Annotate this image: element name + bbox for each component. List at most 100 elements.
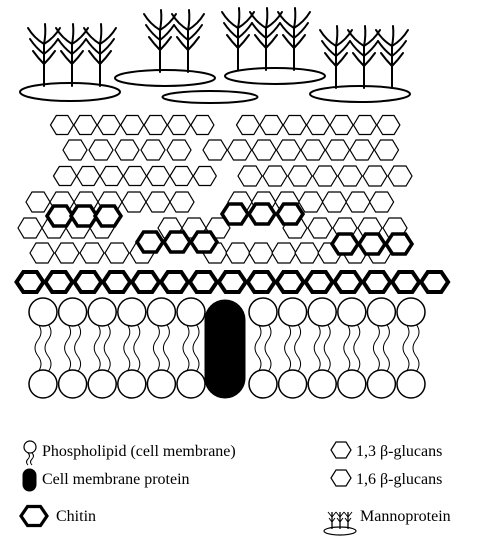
glucan-hexagon <box>248 242 274 264</box>
glucan-hexagon <box>373 139 400 161</box>
legend-label-phospholipid: Phospholipid (cell membrane) <box>42 443 236 460</box>
phospholipid-head <box>176 297 206 327</box>
glucan-hexagon <box>96 114 121 136</box>
glucan-hexagon <box>169 191 195 213</box>
chitin-hexagon <box>134 230 166 254</box>
glucan-13-hexagon-icon <box>330 441 352 459</box>
glucan-hexagon <box>306 114 331 136</box>
mannoprotein-base <box>224 67 326 85</box>
glucan-hexagon <box>259 114 284 136</box>
phospholipid-head <box>307 369 337 399</box>
phospholipid-head <box>146 369 177 399</box>
glucan-hexagon <box>235 114 261 136</box>
mannoprotein-stalk <box>347 25 381 89</box>
glucan-hexagon <box>76 165 101 187</box>
phospholipid-head <box>57 369 88 399</box>
glucan-hexagon <box>376 114 401 136</box>
phospholipid-head <box>87 297 117 327</box>
mannoprotein-stalk <box>143 9 177 73</box>
chitin-hexagon <box>389 270 422 294</box>
phospholipid-head <box>366 297 397 327</box>
glucan-hexagon <box>329 114 354 136</box>
glucan-hexagon <box>62 139 88 161</box>
glucan-hexagon <box>345 191 371 213</box>
phospholipid-head <box>28 369 58 399</box>
phospholipid-head <box>366 369 397 399</box>
glucan-hexagon <box>166 139 192 161</box>
legend-label-glucan-13: 1,3 β-glucans <box>356 443 443 460</box>
chitin-hexagon <box>129 270 162 294</box>
phospholipid-head <box>337 297 367 327</box>
glucan-hexagon <box>121 191 147 213</box>
chitin-hexagon <box>161 230 193 254</box>
phospholipid-head <box>57 297 88 327</box>
glucan-hexagon <box>88 139 114 161</box>
phospholipid-molecule <box>87 297 117 399</box>
glucan-hexagon <box>282 114 308 136</box>
glucan-hexagon <box>287 165 313 187</box>
phospholipid-molecule <box>117 297 147 399</box>
cell-membrane-layer <box>28 297 426 399</box>
phospholipid-molecule <box>248 297 278 399</box>
mannoprotein-base <box>309 85 411 103</box>
legend-label-mannoprotein: Mannoprotein <box>360 508 451 525</box>
glucan-hexagon <box>145 191 171 213</box>
glucan-hexagon <box>352 114 378 136</box>
mannoprotein-stalk <box>277 7 311 71</box>
phospholipid-head <box>277 369 308 399</box>
glucan-hexagon <box>190 114 215 136</box>
glucan-hexagon <box>17 217 43 239</box>
glucan-hexagon <box>52 165 78 187</box>
chitin-hexagon <box>274 202 306 226</box>
glucan-hexagon <box>300 139 326 161</box>
chitin-hexagon <box>356 232 388 256</box>
glucan-16-hexagon-icon <box>330 469 352 487</box>
phospholipid-head <box>28 297 58 327</box>
phospholipid-head <box>307 297 337 327</box>
glucan-hexagon <box>312 165 338 187</box>
mannoprotein-stalk <box>83 23 117 87</box>
phospholipid-head <box>117 297 147 327</box>
legend-label-chitin: Chitin <box>56 508 97 525</box>
glucan-hexagon <box>145 165 171 187</box>
mannoprotein-layer <box>19 7 411 104</box>
phospholipid-head <box>248 297 278 327</box>
chitin-hexagon <box>219 202 251 226</box>
membrane-protein-icon <box>22 468 37 492</box>
glucan-hexagon <box>140 139 166 161</box>
glucan-hexagon <box>337 165 363 187</box>
phospholipid-molecule <box>366 297 397 399</box>
phospholipid-icon <box>23 440 37 466</box>
legend-label-glucan-16: 1,6 β-glucans <box>356 471 443 488</box>
mannoprotein-stalk <box>375 25 409 89</box>
chitin-hexagon <box>92 204 124 228</box>
glucan-hexagon <box>275 139 302 161</box>
phospholipid-head <box>87 369 117 399</box>
glucan-hexagon <box>237 165 263 187</box>
mannoprotein-stalk <box>319 25 353 89</box>
glucan-hexagon <box>49 114 75 136</box>
mannoprotein-stalk <box>171 9 205 73</box>
glucan-hexagon <box>226 139 253 161</box>
glucan-hexagon <box>166 114 192 136</box>
mannoprotein-stalk <box>27 23 61 87</box>
legend-label-membrane-protein: Cell membrane protein <box>42 471 190 488</box>
glucan-hexagon <box>251 139 277 161</box>
chitin-hexagon <box>331 270 364 294</box>
glucan-hexagon <box>271 242 297 264</box>
glucan-hexagon <box>143 114 168 136</box>
mannoprotein-base <box>19 82 121 102</box>
chitin-layer <box>14 202 451 294</box>
phospholipid-head <box>117 369 147 399</box>
chitin-hexagon <box>14 270 46 294</box>
chitin-hexagon <box>246 202 278 226</box>
chitin-hexagon <box>329 232 361 256</box>
glucan-hexagon <box>387 165 413 187</box>
phospholipid-head <box>396 369 426 399</box>
glucan-hexagon <box>362 165 388 187</box>
phospholipid-head <box>146 297 177 327</box>
phospholipid-molecule <box>57 297 88 399</box>
chitin-hexagon <box>71 270 104 294</box>
mannoprotein-icon <box>323 511 357 536</box>
